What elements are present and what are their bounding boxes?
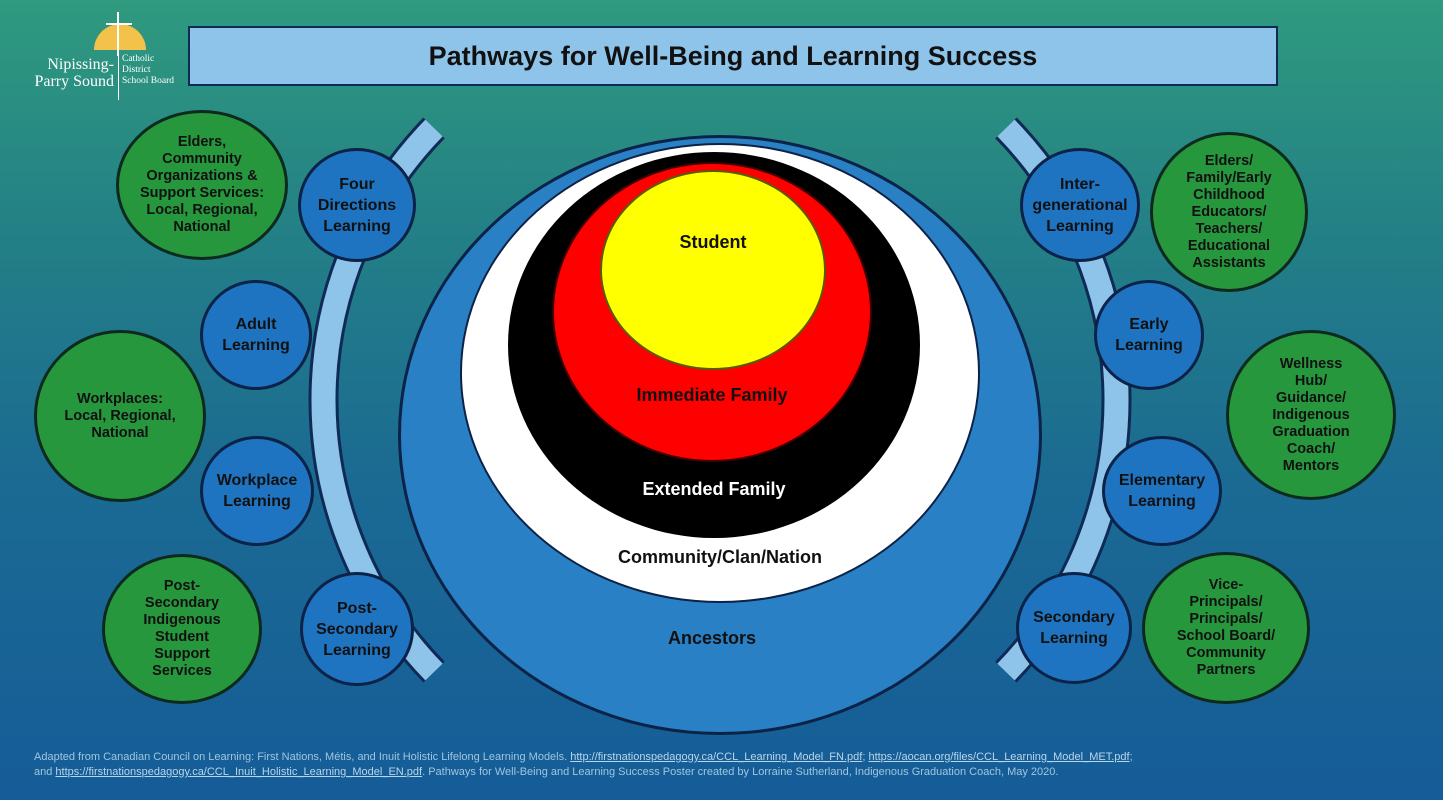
- sun-cross-icon: [94, 12, 146, 56]
- four-directions-learning-text: Four Directions Learning: [317, 175, 397, 235]
- title-banner: Pathways for Well-Being and Learning Suc…: [188, 26, 1278, 86]
- footer-link-fn[interactable]: http://firstnationspedagogy.ca/CCL_Learn…: [570, 751, 863, 763]
- adult-learning-text: Adult Learning: [222, 316, 290, 354]
- logo-name-line2: Parry Sound: [34, 73, 114, 90]
- workplace-learning-circle: Workplace Learning: [200, 436, 314, 546]
- post-secondary-learning-text: Post- Secondary Learning: [316, 599, 398, 659]
- immediate-family-label: Immediate Family: [636, 385, 788, 405]
- student-label: Student: [679, 232, 747, 252]
- ancestors-label: Ancestors: [667, 628, 757, 648]
- logo: Nipissing- Parry Sound Catholic District…: [24, 12, 176, 100]
- secondary-learning-text: Secondary Learning: [1033, 609, 1115, 647]
- post-secondary-learning-circle: Post- Secondary Learning: [300, 572, 414, 686]
- wellness-hub-text: Wellness Hub/ Guidance/ Indigenous Gradu…: [1272, 355, 1350, 474]
- intergenerational-learning-text: Inter- generational Learning: [1032, 175, 1128, 235]
- footer-text-2: and: [34, 766, 56, 778]
- secondary-learning-circle: Secondary Learning: [1016, 572, 1132, 684]
- workplaces-circle: Workplaces: Local, Regional, National: [34, 330, 206, 502]
- logo-sub-line2: District: [122, 65, 151, 75]
- page-title: Pathways for Well-Being and Learning Suc…: [428, 40, 1038, 71]
- elementary-learning-text: Elementary Learning: [1118, 472, 1206, 510]
- elders-family-circle: Elders/ Family/Early Childhood Educators…: [1150, 132, 1308, 292]
- footer-text-1: Adapted from Canadian Council on Learnin…: [34, 751, 571, 763]
- vice-principals-circle: Vice- Principals/ Principals/ School Boa…: [1142, 552, 1310, 704]
- logo-divider: [118, 52, 119, 100]
- footer-link-inuit[interactable]: https://firstnationspedagogy.ca/CCL_Inui…: [55, 766, 423, 778]
- student-circle: [600, 170, 826, 370]
- footer-sep-2: ;: [1129, 751, 1133, 763]
- early-learning-circle: Early Learning: [1094, 280, 1204, 390]
- intergenerational-learning-circle: Inter- generational Learning: [1020, 148, 1140, 262]
- logo-sub-line3: School Board: [122, 76, 174, 86]
- extended-family-label: Extended Family: [642, 479, 786, 499]
- early-learning-text: Early Learning: [1115, 316, 1183, 354]
- elders-community-circle: Elders, Community Organizations & Suppor…: [116, 110, 288, 260]
- elders-community-text: Elders, Community Organizations & Suppor…: [139, 134, 265, 235]
- footer-text-3: . Pathways for Well-Being and Learning S…: [422, 766, 1059, 778]
- post-secondary-support-text: Post- Secondary Indigenous Student Suppo…: [143, 578, 221, 679]
- elementary-learning-circle: Elementary Learning: [1102, 436, 1222, 546]
- logo-subtitle: Catholic District School Board: [122, 54, 184, 87]
- workplaces-text: Workplaces: Local, Regional, National: [64, 390, 176, 441]
- footer-sep-1: ;: [862, 751, 869, 763]
- wellness-hub-circle: Wellness Hub/ Guidance/ Indigenous Gradu…: [1226, 330, 1396, 500]
- logo-name: Nipissing- Parry Sound: [28, 56, 114, 90]
- workplace-learning-text: Workplace Learning: [216, 472, 298, 510]
- four-directions-learning-circle: Four Directions Learning: [298, 148, 416, 262]
- community-label: Community/Clan/Nation: [617, 547, 822, 567]
- adult-learning-circle: Adult Learning: [200, 280, 312, 390]
- vice-principals-text: Vice- Principals/ Principals/ School Boa…: [1176, 577, 1276, 678]
- footer-link-met[interactable]: https://aocan.org/files/CCL_Learning_Mod…: [868, 751, 1130, 763]
- post-secondary-support-circle: Post- Secondary Indigenous Student Suppo…: [102, 554, 262, 704]
- logo-name-line1: Nipissing-: [47, 56, 114, 73]
- footer-citation: Adapted from Canadian Council on Learnin…: [34, 750, 1414, 780]
- elders-family-text: Elders/ Family/Early Childhood Educators…: [1186, 152, 1272, 271]
- logo-sub-line1: Catholic: [122, 54, 155, 64]
